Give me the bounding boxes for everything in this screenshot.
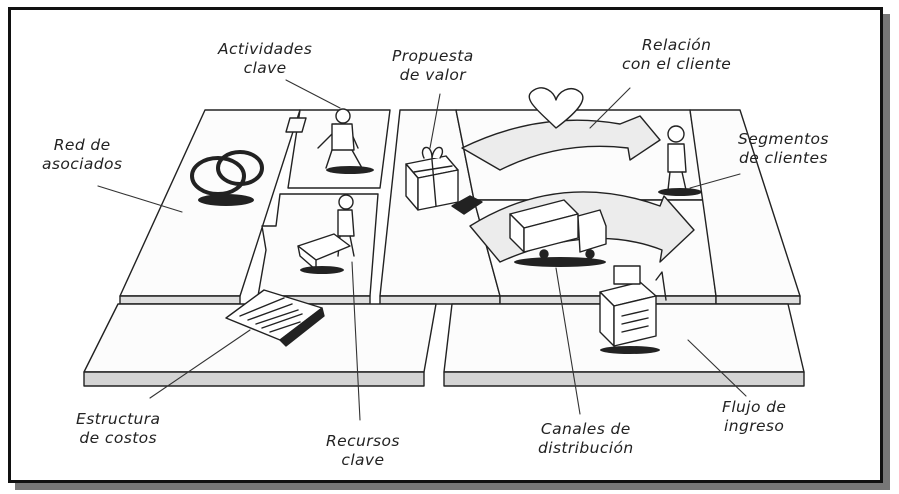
worker-with-cart-icon	[297, 194, 355, 274]
gift-icon	[405, 146, 483, 215]
document-icon	[225, 289, 325, 347]
label-relacion-cliente: Relación con el cliente	[622, 36, 732, 73]
worker-icon	[317, 108, 374, 174]
cost-structure-block	[83, 303, 437, 387]
label-flujo-ingreso: Flujo de ingreso	[722, 398, 787, 435]
rings-icon	[190, 156, 246, 196]
label-red-de-asociados: Red de asociados	[42, 136, 123, 173]
customer-icon	[658, 125, 702, 196]
label-segmentos-clientes: Segmentos de clientes	[738, 130, 829, 167]
callout-lines	[97, 79, 747, 421]
label-propuesta-de-valor: Propuesta de valor	[392, 47, 474, 84]
label-actividades-clave: Actividades clave	[218, 40, 313, 77]
label-recursos-clave: Recursos clave	[326, 432, 400, 469]
label-canales-distribucion: Canales de distribución	[538, 420, 634, 457]
truck-icon	[509, 199, 607, 267]
relationship-arrow	[461, 115, 661, 171]
cash-register-icon	[599, 265, 667, 354]
heart-icon	[528, 87, 584, 129]
customer-segments-block	[689, 109, 801, 305]
label-estructura-costos: Estructura de costos	[76, 410, 161, 447]
